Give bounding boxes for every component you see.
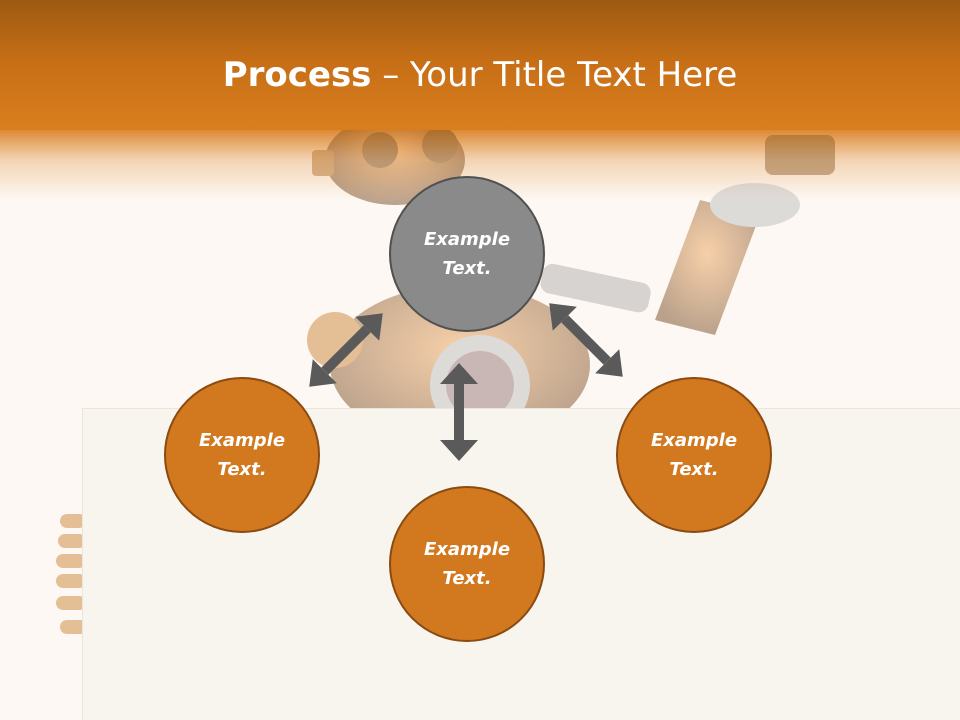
node-bottom: Example Text. xyxy=(389,486,545,642)
node-top: Example Text. xyxy=(389,176,545,332)
node-top-label: Example Text. xyxy=(423,229,511,279)
arrow-top-left xyxy=(309,313,383,387)
arrow-vertical xyxy=(440,363,478,461)
node-left: Example Text. xyxy=(164,377,320,533)
arrow-top-right xyxy=(549,303,623,377)
node-right-label: Example Text. xyxy=(650,430,738,480)
header-bar xyxy=(0,0,960,130)
node-left-label: Example Text. xyxy=(198,430,286,480)
slide-title: Process – Your Title Text Here xyxy=(0,55,960,95)
node-bottom-label: Example Text. xyxy=(423,539,511,589)
title-bold: Process xyxy=(222,55,372,95)
title-rest: – Your Title Text Here xyxy=(371,55,738,95)
node-right: Example Text. xyxy=(616,377,772,533)
